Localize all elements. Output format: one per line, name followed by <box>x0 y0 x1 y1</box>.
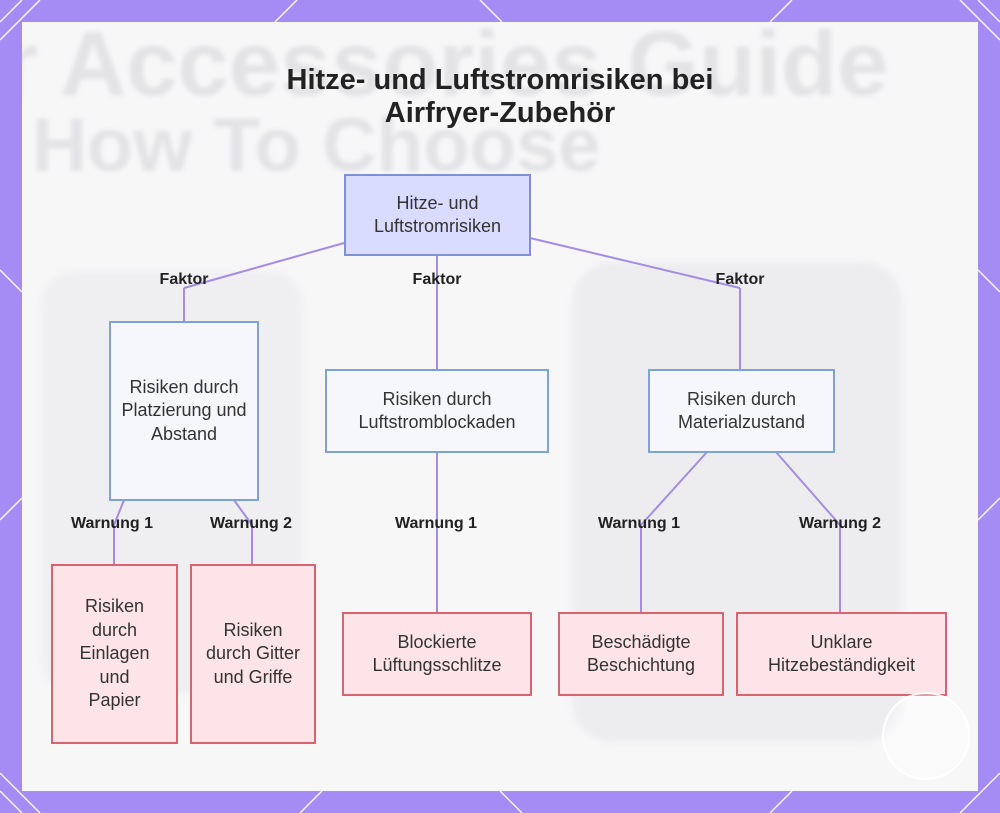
edge-material-heat <box>775 451 841 613</box>
edge-root-material <box>529 237 741 289</box>
edge-label-warning-liners: Warnung 1 <box>70 515 154 532</box>
watermark-badge-icon <box>882 692 970 780</box>
node-root-label: Hitze- und Luftstromrisiken <box>373 192 502 237</box>
edge-label-warning-coating: Warnung 1 <box>597 515 681 532</box>
edge-material-coating <box>640 451 708 613</box>
node-coating-label: Beschädigte Beschichtung <box>586 631 696 676</box>
edge-label-factor-airflow: Faktor <box>412 271 462 288</box>
node-liners-label: Risiken durch Einlagen und Papier <box>79 596 150 711</box>
node-heat-resistance[interactable]: Unklare Hitzebeständigkeit <box>736 612 947 696</box>
node-material[interactable]: Risiken durch Materialzustand <box>648 369 835 453</box>
node-coating[interactable]: Beschädigte Beschichtung <box>558 612 724 696</box>
node-airflow[interactable]: Risiken durch Luftstromblockaden <box>325 369 549 453</box>
edge-label-warning-racks: Warnung 2 <box>209 515 293 532</box>
title-line-2: Airfryer-Zubehör <box>384 97 616 129</box>
background-watermark-line1: r Accessories Guide <box>22 22 889 115</box>
edge-placement-racks <box>233 499 253 565</box>
node-liners[interactable]: Risiken durch Einlagen und Papier <box>51 564 178 744</box>
node-vents-label: Blockierte Lüftungsschlitze <box>372 631 502 676</box>
title-line-1: Hitze- und Luftstromrisiken bei <box>286 64 714 96</box>
node-racks-label: Risiken durch Gitter und Griffe <box>205 619 301 687</box>
node-root[interactable]: Hitze- und Luftstromrisiken <box>344 174 531 256</box>
node-material-label: Risiken durch Materialzustand <box>677 388 806 433</box>
node-placement-label: Risiken durch Platzierung und Abstand <box>121 376 247 444</box>
edge-label-factor-placement: Faktor <box>159 271 209 288</box>
edge-label-factor-material: Faktor <box>715 271 765 288</box>
node-vents[interactable]: Blockierte Lüftungsschlitze <box>342 612 532 696</box>
edge-label-warning-vents: Warnung 1 <box>394 515 478 532</box>
node-heat-resistance-label: Unklare Hitzebeständigkeit <box>767 631 916 676</box>
edge-root-placement <box>183 242 345 289</box>
node-placement[interactable]: Risiken durch Platzierung und Abstand <box>109 321 259 501</box>
node-racks[interactable]: Risiken durch Gitter und Griffe <box>190 564 316 744</box>
edge-placement-liners <box>113 499 125 565</box>
diagram-title: Hitze- und Luftstromrisiken bei Airfryer… <box>0 64 1000 130</box>
background-watermark-line2: How To Choose <box>32 103 601 188</box>
node-airflow-label: Risiken durch Luftstromblockaden <box>358 388 516 433</box>
edge-label-warning-heat: Warnung 2 <box>798 515 882 532</box>
